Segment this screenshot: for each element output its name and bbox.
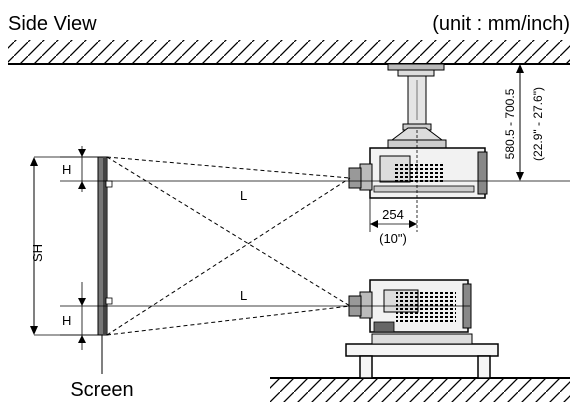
l-bottom-label: L [240, 288, 247, 303]
floor [270, 377, 570, 402]
ceiling-mount [387, 63, 447, 149]
diagram-title: Side View [8, 13, 97, 35]
unit-label: (unit : mm/inch) [432, 13, 570, 35]
offset-mm-label: 254 [382, 207, 404, 222]
screen [97, 156, 113, 374]
reference-lines [60, 156, 570, 336]
ceiling [8, 40, 570, 65]
l-top-label: L [240, 188, 247, 203]
screen-label: Screen [70, 379, 133, 401]
height-in-label: (22.9" - 27.6") [531, 87, 545, 161]
sh-label: SH [30, 244, 45, 262]
offset-dimension: 254 (10") [369, 130, 418, 246]
projection-rays [106, 156, 351, 336]
h-dimension-top: H [62, 146, 86, 192]
h-bottom-label: H [62, 313, 71, 328]
sh-dimension: SH [30, 156, 98, 336]
h-top-label: H [62, 162, 71, 177]
ceiling-projector [348, 147, 488, 199]
offset-in-label: (10") [379, 231, 407, 246]
projector-stand [345, 333, 499, 379]
h-dimension-bottom: H [62, 282, 86, 350]
height-mm-label: 580.5 - 700.5 [503, 88, 517, 159]
height-dimension: 580.5 - 700.5 (22.9" - 27.6") [503, 64, 545, 181]
